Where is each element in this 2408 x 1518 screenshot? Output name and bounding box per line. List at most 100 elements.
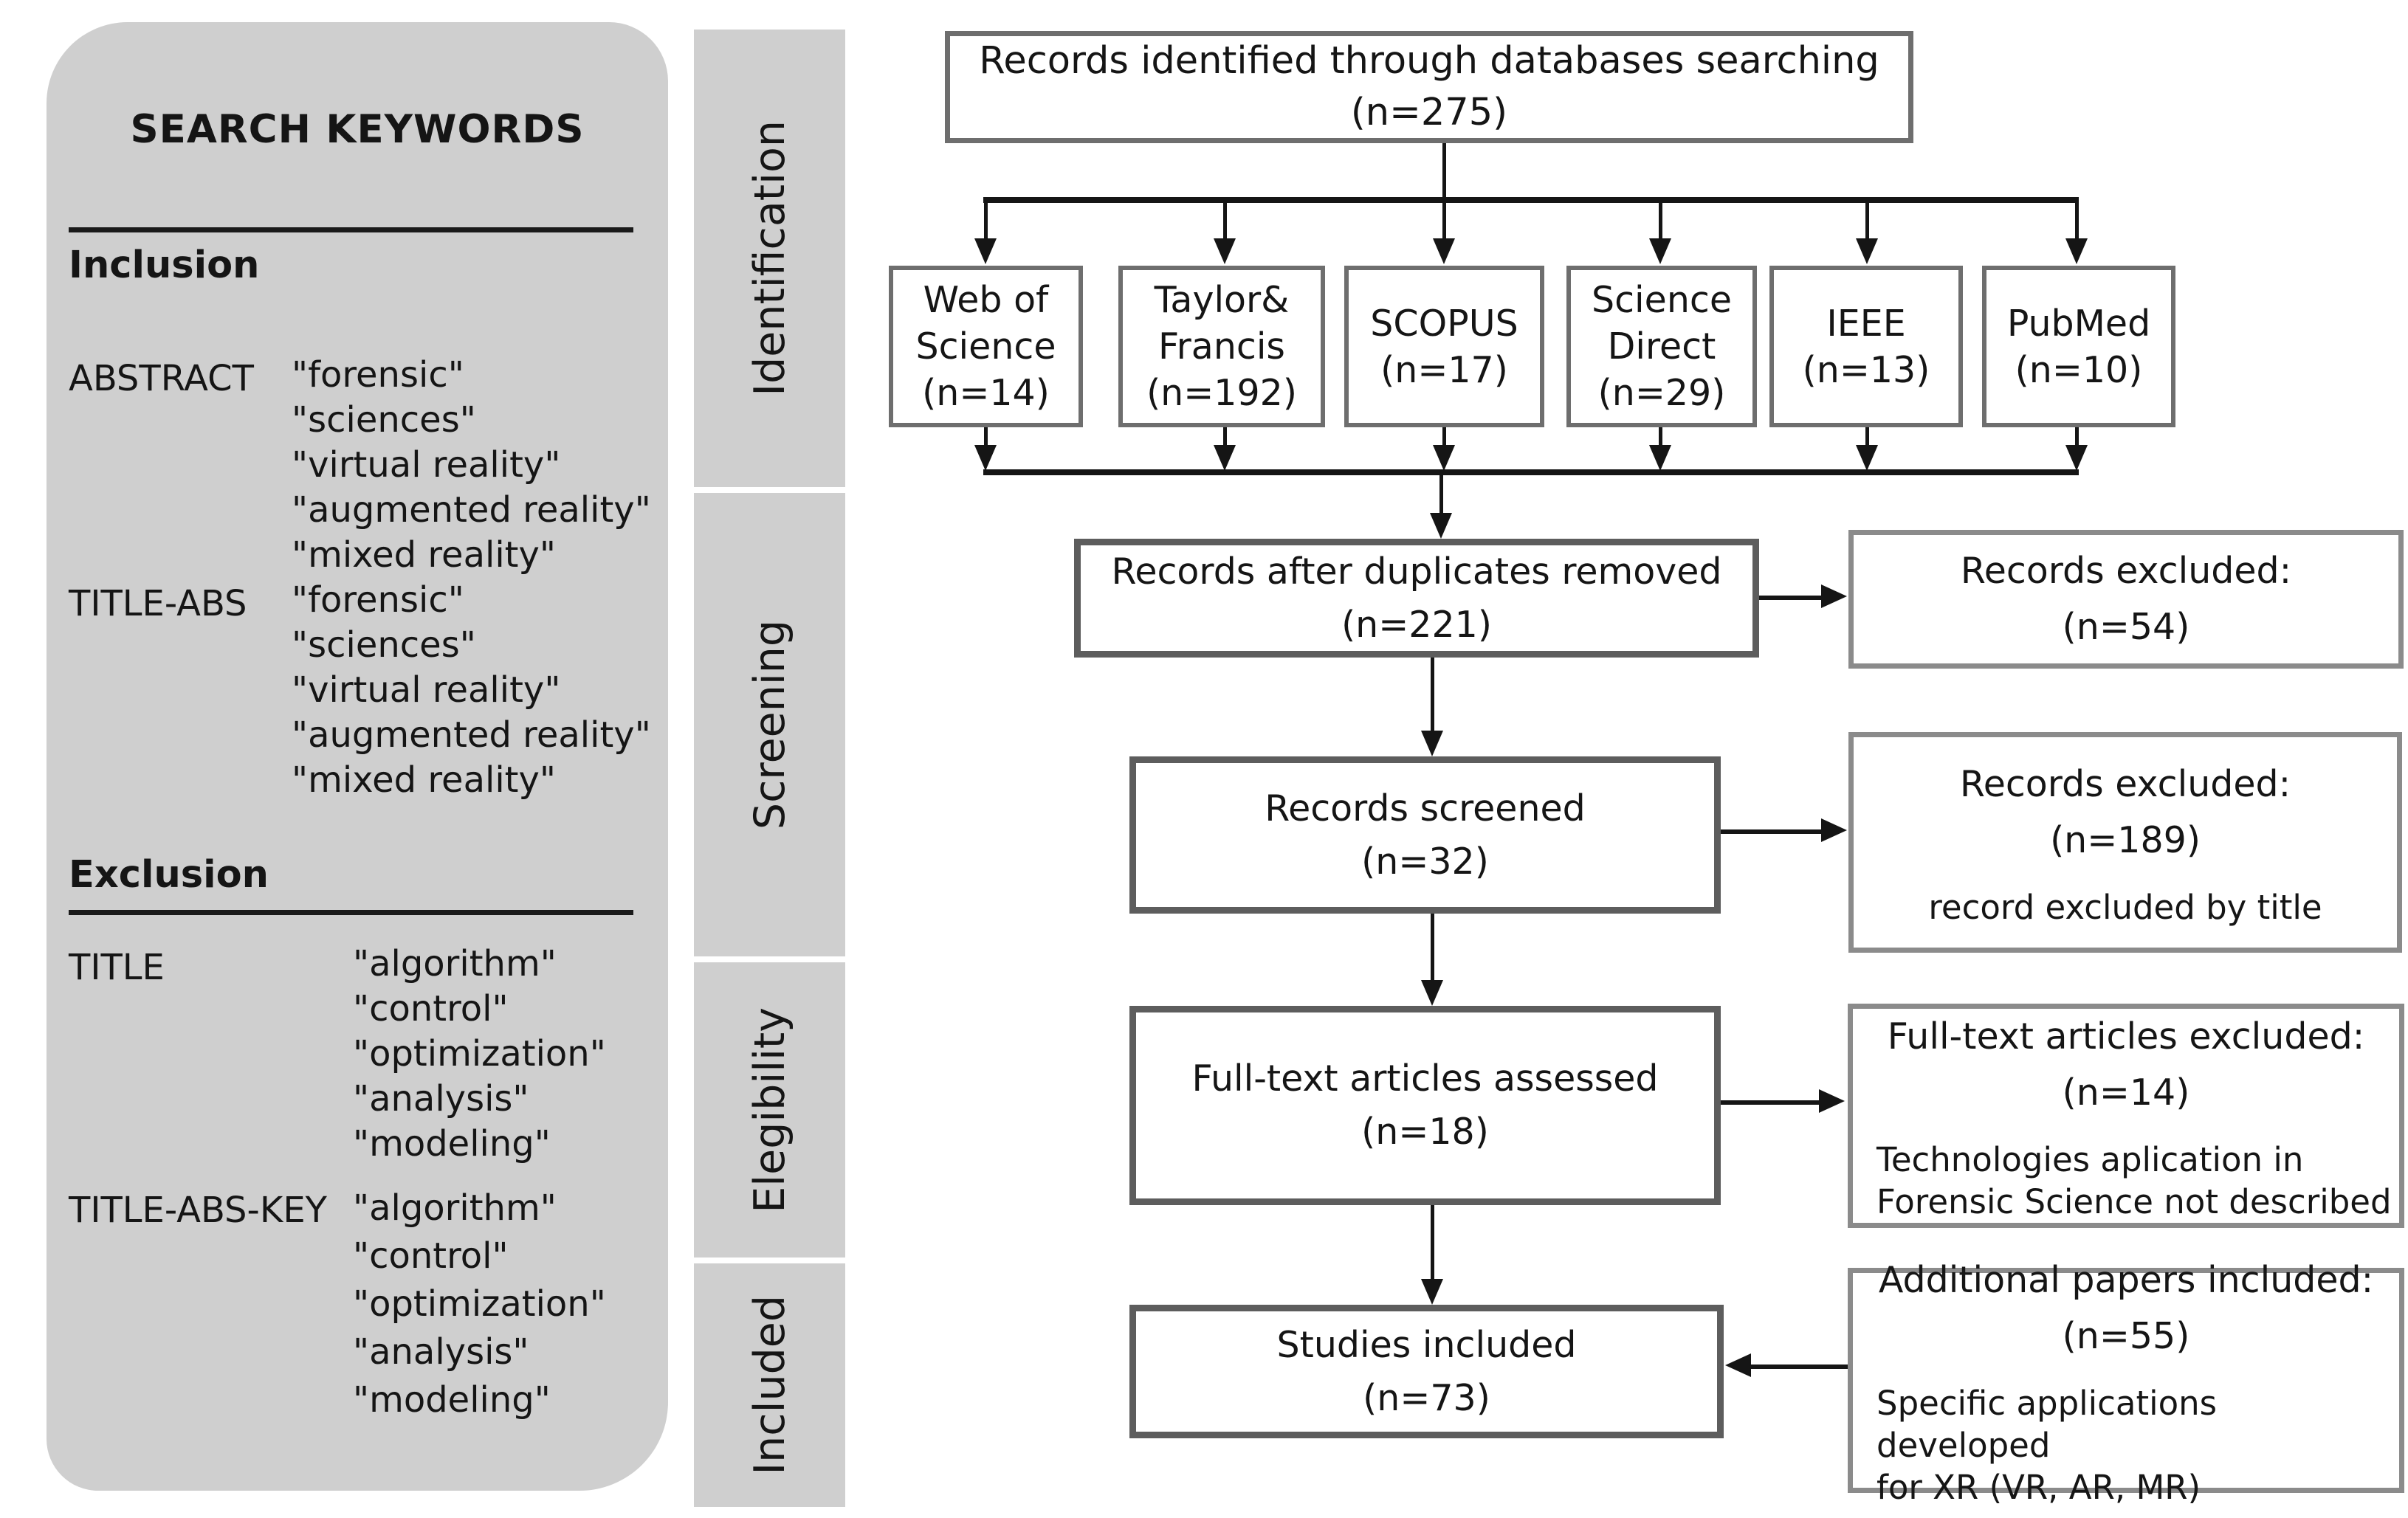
keyword: "modeling" [353, 1379, 551, 1421]
inclusion-field-label: TITLE-ABS [69, 583, 247, 624]
arrowhead-down-icon [974, 445, 997, 471]
keyword: "control" [353, 988, 509, 1029]
arrowhead-down-icon [1430, 513, 1452, 539]
database-count: (n=17) [1380, 348, 1508, 391]
connector-line [1439, 475, 1443, 514]
arrowhead-down-icon [2065, 238, 2088, 264]
keyword: "optimization" [353, 1283, 606, 1325]
keyword: "forensic" [292, 579, 464, 621]
box-count: (n=14) [2062, 1072, 2190, 1114]
arrowhead-right-icon [1821, 584, 1847, 608]
connector-line [2075, 203, 2079, 240]
database-box-science-direct: Science Direct (n=29) [1566, 266, 1757, 427]
keyword: "optimization" [353, 1033, 606, 1074]
arrowhead-down-icon [1433, 238, 1455, 264]
exclusion-titleabskey-keywords: "algorithm" "control" "optimization" "an… [353, 1184, 606, 1424]
search-keywords-panel: SEARCH KEYWORDS Inclusion ABSTRACT "fore… [47, 22, 668, 1491]
arrowhead-down-icon [1856, 238, 1878, 264]
connector-line [1721, 829, 1823, 834]
fulltext-assessed-box: Full-text articles assessed (n=18) [1129, 1006, 1721, 1205]
records-screened-box: Records screened (n=32) [1129, 756, 1721, 914]
exclusion-field-label: TITLE [69, 947, 165, 988]
studies-included-box: Studies included (n=73) [1129, 1305, 1724, 1438]
database-box-scopus: SCOPUS (n=17) [1344, 266, 1544, 427]
arrowhead-down-icon [1421, 1279, 1443, 1305]
keyword: "sciences" [292, 399, 476, 441]
database-count: (n=10) [2015, 348, 2143, 391]
keyword: "analysis" [353, 1078, 529, 1119]
database-box-pubmed: PubMed (n=10) [1982, 266, 2175, 427]
box-count: (n=18) [1361, 1111, 1489, 1153]
stage-elegibility: Elegibility [694, 962, 845, 1257]
box-text: Records identified through databases sea… [979, 39, 1879, 83]
arrowhead-left-icon [1725, 1353, 1751, 1377]
box-count: (n=73) [1363, 1376, 1490, 1419]
connector-line [2075, 427, 2079, 446]
note-line: Forensic Science not described [1876, 1182, 2392, 1221]
box-count: (n=54) [2062, 606, 2190, 648]
box-text: Full-text articles assessed [1191, 1058, 1659, 1100]
keyword: "modeling" [353, 1123, 551, 1165]
box-note: Specific applications developed for XR (… [1853, 1382, 2399, 1508]
note-line: for XR (VR, AR, MR) [1876, 1468, 2201, 1507]
exclusion-field-label: TITLE-ABS-KEY [69, 1190, 327, 1231]
box-text: Records excluded: [1959, 763, 2291, 805]
inclusion-abstract-keywords: "forensic" "sciences" "virtual reality" … [292, 353, 651, 578]
records-identified-box: Records identified through databases sea… [945, 31, 1913, 143]
connector-line [984, 203, 988, 240]
database-name: SCOPUS [1370, 302, 1518, 345]
records-excluded-189-box: Records excluded: (n=189) record exclude… [1848, 732, 2402, 953]
exclusion-title-keywords: "algorithm" "control" "optimization" "an… [353, 942, 606, 1167]
keyword: "virtual reality" [292, 669, 561, 711]
note-line: Technologies aplication in [1876, 1140, 2304, 1179]
connector-line [1431, 658, 1434, 731]
stage-label: Included [745, 1295, 794, 1475]
box-count: (n=275) [1350, 91, 1508, 134]
database-count: (n=29) [1597, 372, 1726, 414]
arrowhead-down-icon [1421, 980, 1443, 1006]
connector-line [1431, 914, 1434, 981]
connector-line [1431, 1205, 1434, 1280]
box-text: Additional papers included: [1878, 1259, 2374, 1301]
inclusion-titleabs-keywords: "forensic" "sciences" "virtual reality" … [292, 578, 651, 803]
arrowhead-right-icon [1821, 818, 1847, 842]
connector-line [1223, 427, 1227, 446]
arrowhead-down-icon [1856, 445, 1878, 471]
stage-identification: Identification [694, 30, 845, 487]
connector-line [1442, 143, 1446, 198]
box-count: (n=189) [2050, 819, 2201, 861]
box-text: Full-text articles excluded: [1887, 1015, 2365, 1058]
connector-line [1721, 1100, 1820, 1105]
box-count: (n=221) [1341, 603, 1492, 646]
database-box-taylor-francis: Taylor& Francis (n=192) [1118, 266, 1325, 427]
connector-line [983, 197, 2079, 203]
box-note: record excluded by title [1928, 888, 2322, 927]
connector-line [1442, 203, 1446, 240]
database-count: (n=14) [922, 372, 1050, 414]
note-line: Specific applications developed [1876, 1384, 2218, 1465]
arrowhead-down-icon [1649, 238, 1671, 264]
connector-line [1759, 596, 1823, 600]
keyword: "algorithm" [353, 1187, 557, 1229]
arrowhead-down-icon [974, 238, 997, 264]
stage-label: Screening [745, 619, 794, 830]
database-name: Taylor& Francis [1154, 279, 1290, 368]
connector-line [1750, 1365, 1848, 1369]
database-count: (n=192) [1146, 372, 1297, 414]
divider [69, 910, 633, 915]
database-box-ieee: IEEE (n=13) [1769, 266, 1963, 427]
connector-line [1659, 203, 1662, 240]
stage-screening: Screening [694, 493, 845, 956]
inclusion-heading: Inclusion [69, 244, 260, 287]
arrowhead-down-icon [1433, 445, 1455, 471]
connector-line [1442, 427, 1446, 446]
arrowhead-down-icon [1214, 238, 1236, 264]
stage-label: Identification [745, 120, 794, 396]
keyword: "forensic" [292, 354, 464, 396]
arrowhead-down-icon [1214, 445, 1236, 471]
database-name: Web of Science [915, 279, 1056, 368]
keyword: "augmented reality" [292, 489, 651, 531]
keyword: "analysis" [353, 1331, 529, 1373]
connector-line [1865, 427, 1869, 446]
stage-label: Elegibility [745, 1007, 794, 1213]
